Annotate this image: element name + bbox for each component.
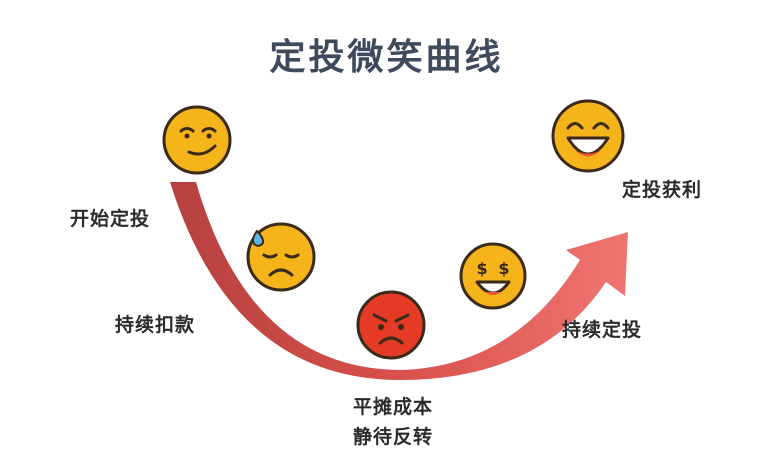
angry-face-icon xyxy=(356,290,426,360)
money-eyes-face-icon: $ $ xyxy=(459,242,527,310)
smirk-face-icon xyxy=(162,105,232,175)
page-title: 定投微笑曲线 xyxy=(269,37,504,78)
stage-label-continue-invest: 持续定投 xyxy=(562,319,643,341)
stage-label-bottom: 平摊成本 静待反转 xyxy=(338,392,448,452)
laughing-face-icon xyxy=(551,99,625,173)
stage-label-continue-pay: 持续扣款 xyxy=(115,314,196,336)
svg-text:$: $ xyxy=(498,259,509,278)
stage-label-profit: 定投获利 xyxy=(622,179,703,201)
stage-label-bottom-line1: 平摊成本 xyxy=(352,396,433,418)
svg-text:$: $ xyxy=(476,259,487,278)
stage-label-start: 开始定投 xyxy=(70,208,151,230)
stage-label-bottom-line2: 静待反转 xyxy=(352,426,433,448)
sad-sweat-face-icon xyxy=(246,222,316,292)
